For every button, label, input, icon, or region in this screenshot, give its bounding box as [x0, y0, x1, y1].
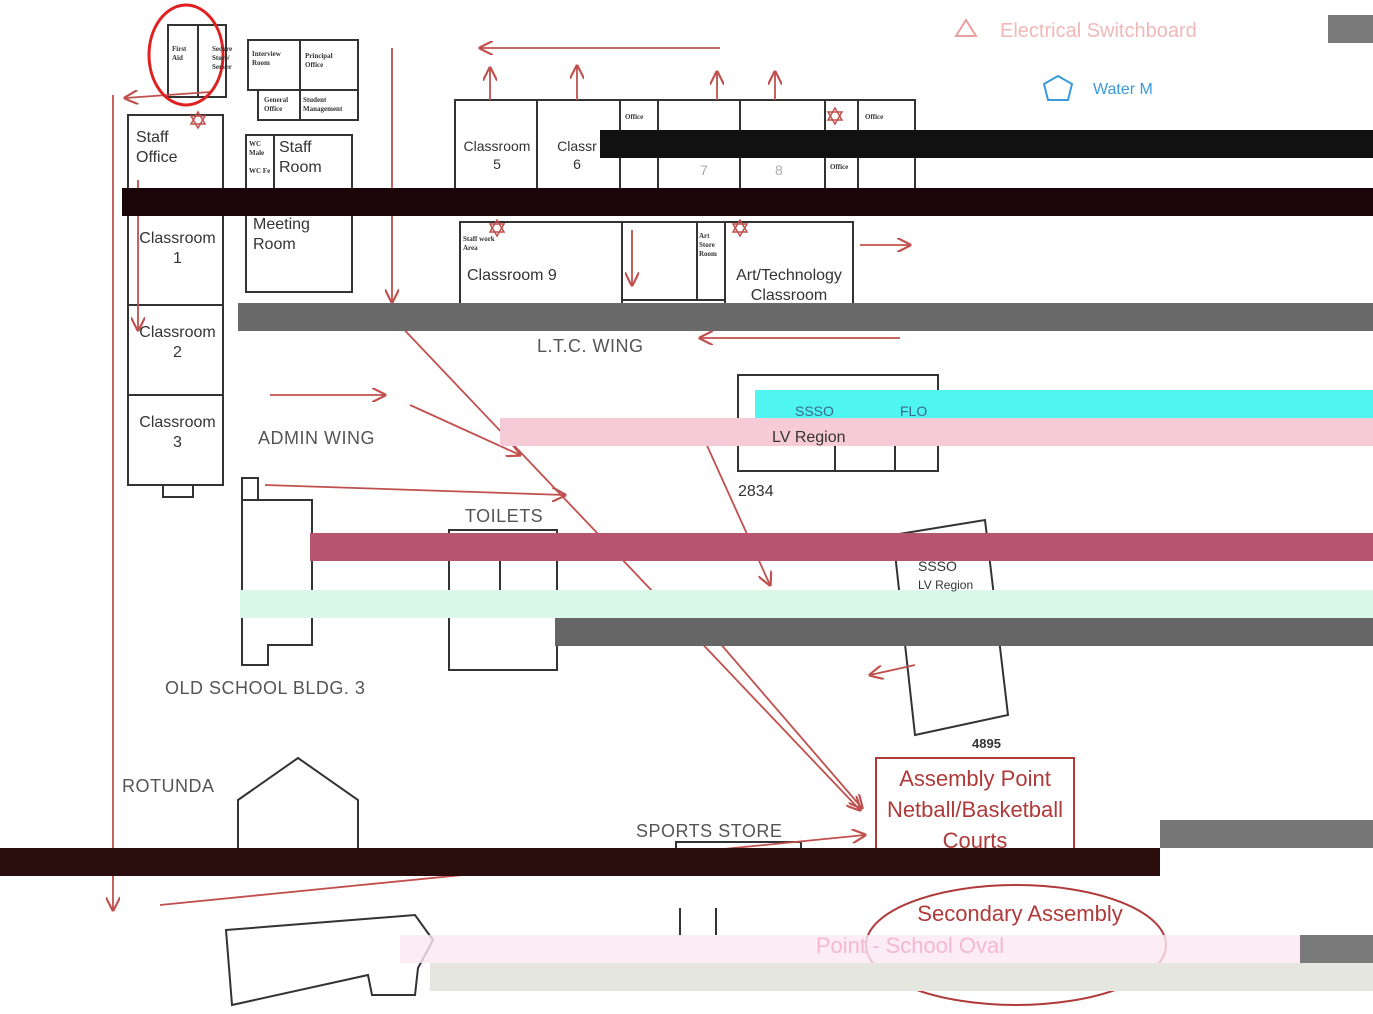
electrical-switchboard-icon: [954, 18, 978, 37]
label-classroom-3: Classroom 3: [139, 414, 216, 451]
label-2834: 2834: [738, 483, 774, 500]
glitch-band-5: [500, 418, 1373, 446]
label-secure-store: Secure Store/ Server: [212, 45, 233, 71]
building-4895: [891, 518, 1010, 737]
label-meeting-room: Meeting Room: [253, 216, 310, 253]
glitch-band-8: [555, 618, 1373, 646]
legend-electrical: Electrical Switchboard: [1000, 20, 1197, 43]
label-lv-region: LV Region: [772, 429, 846, 446]
label-staff-office: Staff Office: [136, 129, 178, 166]
glitch-band-3: [238, 303, 1373, 331]
admin-stair: [162, 484, 194, 498]
label-general-office: General Office: [264, 96, 289, 113]
label-ltc-wing: L.T.C. WING: [537, 336, 644, 356]
label-office-3: Office: [830, 163, 849, 171]
label-classroom-2: Classroom 2: [139, 324, 216, 361]
label-office-2: Office: [865, 113, 884, 121]
label-staff-room: Staff Room: [279, 139, 322, 176]
label-old-school: OLD SCHOOL BLDG. 3: [165, 678, 366, 698]
label-interview: Interview Room: [252, 50, 281, 67]
glitch-band-14: [1300, 935, 1373, 963]
label-classroom-5: Classroom 5: [463, 138, 531, 172]
glitch-band-7: [240, 590, 1373, 618]
label-staff-work: Staff work Area: [463, 235, 495, 252]
label-classroom-9: Classroom 9: [467, 267, 557, 284]
label-4895: 4895: [972, 736, 1001, 751]
route-west-top: [125, 92, 211, 98]
bottom-building: [224, 913, 435, 1007]
label-ssso-2: SSSO: [918, 558, 957, 574]
route-diag-4: [699, 429, 770, 585]
label-principal: Principal Office: [305, 52, 333, 69]
assembly-secondary-line1: Secondary Assembly: [917, 901, 1123, 926]
label-classroom-6: Classr 6: [557, 138, 597, 172]
label-admin-wing: ADMIN WING: [258, 428, 375, 448]
label-wc-male: WC Male: [249, 140, 265, 157]
secure-store-room: [197, 24, 227, 98]
glitch-band-10: [0, 848, 1160, 876]
label-lv-region-2: LV Region: [918, 578, 974, 592]
label-student-mgmt: Student Management: [303, 96, 343, 113]
label-office-1: Office: [625, 113, 644, 121]
route-diag-1: [394, 319, 860, 810]
legend-water-label: Water M: [1093, 81, 1153, 98]
label-flo: FLO: [900, 403, 928, 419]
student-management: [299, 89, 359, 121]
label-toilets: TOILETS: [465, 506, 544, 526]
glitch-band-12: [430, 963, 1373, 991]
route-diag-3: [264, 484, 565, 495]
glitch-band-1: [600, 130, 1373, 158]
route-to-court: [699, 619, 862, 808]
glitch-band-13: [1328, 15, 1373, 43]
assembly-secondary-line2: Point - School Oval: [815, 933, 1005, 958]
corridor-box: [621, 221, 698, 301]
assembly-point-primary: Assembly Point Netball/Basketball Courts: [886, 766, 1064, 853]
glitch-band-9: [1160, 820, 1373, 848]
label-art-store: Art Store Room: [699, 232, 717, 258]
rotunda-outline: [237, 756, 359, 861]
legend-electrical-label: Electrical Switchboard: [1000, 20, 1197, 42]
glitch-band-4: [755, 390, 1373, 418]
label-first-aid: First Aid: [172, 45, 187, 62]
old-school-outline: [241, 477, 313, 666]
route-diag-2: [409, 404, 520, 455]
water-meter-icon: [1042, 74, 1074, 101]
first-aid-highlight: [147, 3, 225, 107]
label-rotunda: ROTUNDA: [122, 776, 215, 796]
evacuation-routes: [113, 48, 916, 910]
label-classroom-7: 7: [700, 162, 708, 178]
label-wc-fe: WC Fe: [249, 167, 271, 175]
glitch-band-11: [400, 935, 1300, 963]
legend-water: Water M: [1093, 81, 1153, 99]
label-classroom-8: 8: [775, 162, 783, 178]
glitch-band-6: [310, 533, 1373, 561]
glitch-band-2: [122, 188, 1373, 216]
label-ssso-top: SSSO: [795, 403, 834, 419]
label-classroom-1: Classroom 1: [139, 230, 216, 267]
label-art-tech: Art/Technology Classroom: [736, 267, 842, 304]
label-sports-store: SPORTS STORE: [636, 821, 783, 841]
route-4895-left: [870, 664, 916, 675]
